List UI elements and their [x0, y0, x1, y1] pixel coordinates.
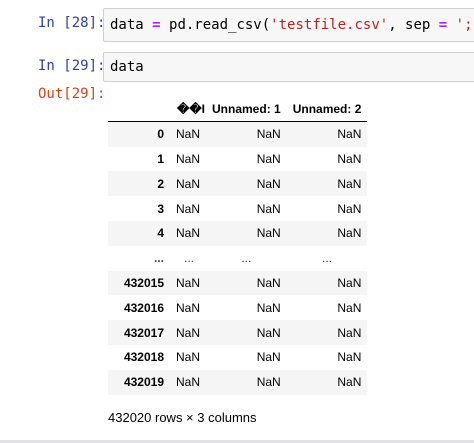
table-cell: NaN [337, 300, 362, 315]
table-row: 2 NaN NaN NaN [108, 171, 368, 197]
table-row: 432016 NaN NaN NaN [108, 295, 368, 321]
table-cell: NaN [176, 375, 201, 390]
row-index: 432016 [123, 300, 164, 315]
code-cell-29[interactable]: In [29]: data [0, 50, 474, 82]
table-cell: NaN [176, 226, 201, 241]
code-token-var: data [110, 17, 144, 33]
table-cell: NaN [176, 176, 201, 191]
row-index: 3 [157, 201, 164, 216]
row-index: ... [153, 251, 164, 266]
table-cell: NaN [256, 201, 281, 216]
table-cell: NaN [256, 350, 281, 365]
code-token-assign-2: = [438, 17, 448, 33]
table-cell: NaN [337, 350, 362, 365]
bottom-divider [0, 440, 474, 443]
table-cell: NaN [256, 325, 281, 340]
output-prompt-29: Out[29]: [38, 86, 106, 102]
table-row: 4 NaN NaN NaN [108, 220, 368, 246]
table-cell: NaN [256, 300, 281, 315]
table-cell: NaN [337, 127, 362, 142]
table-cell: NaN [337, 151, 362, 166]
code-cell-28[interactable]: In [28]: data = pd.read_csv('testfile.cs… [0, 6, 474, 42]
input-prompt-28: In [28]: [38, 15, 106, 31]
table-row-ellipsis: ... ... ... ... [108, 245, 368, 271]
table-cell: ... [322, 251, 333, 266]
table-cell: NaN [176, 127, 201, 142]
table-cell: NaN [176, 275, 201, 290]
table-row: 432019 NaN NaN NaN [108, 369, 368, 395]
table-cell: ... [241, 251, 252, 266]
input-prompt-29: In [29]: [38, 58, 106, 74]
index-header [108, 97, 170, 123]
code-token-assign: = [143, 17, 170, 33]
table-cell: NaN [176, 350, 201, 365]
table-cell: NaN [256, 151, 281, 166]
table-header-row: ��I Unnamed: 1 Unnamed: 2 [108, 97, 368, 123]
dataframe-table: ��I Unnamed: 1 Unnamed: 2 0 NaN NaN NaN … [108, 97, 368, 395]
row-index: 432015 [123, 275, 164, 290]
column-header: ��I [170, 97, 207, 123]
table-cell: NaN [337, 226, 362, 241]
code-input-28[interactable]: data = pd.read_csv('testfile.csv', sep =… [103, 8, 474, 42]
table-cell: NaN [337, 201, 362, 216]
table-cell: NaN [256, 226, 281, 241]
code-input-29[interactable]: data [103, 52, 474, 82]
table-cell: NaN [337, 176, 362, 191]
table-row: 3 NaN NaN NaN [108, 196, 368, 221]
row-index: 0 [157, 127, 164, 142]
code-token-separator: ';' [455, 17, 474, 33]
table-cell: NaN [176, 151, 201, 166]
table-cell: NaN [256, 127, 281, 142]
table-cell: NaN [337, 375, 362, 390]
table-cell: NaN [256, 375, 281, 390]
table-cell: NaN [176, 201, 201, 216]
row-index: 432017 [123, 325, 164, 340]
code-token-var: data [110, 59, 144, 75]
row-index: 4 [157, 226, 164, 241]
table-cell: NaN [337, 275, 362, 290]
table-row: 432018 NaN NaN NaN [108, 344, 368, 370]
row-index: 1 [157, 151, 164, 166]
row-index: 2 [157, 176, 164, 191]
row-index: 432019 [123, 375, 164, 390]
table-cell: NaN [256, 176, 281, 191]
code-token-filename: 'testfile.csv' [270, 17, 389, 33]
column-header: Unnamed: 1 [206, 97, 287, 123]
code-token-call: pd.read_csv( [169, 17, 271, 33]
table-cell: NaN [176, 300, 201, 315]
table-row: 0 NaN NaN NaN [108, 121, 368, 147]
table-cell: NaN [256, 275, 281, 290]
row-index: 432018 [123, 350, 164, 365]
table-row: 1 NaN NaN NaN [108, 146, 368, 172]
code-token-space [447, 17, 455, 33]
table-row: 432015 NaN NaN NaN [108, 270, 368, 296]
code-token-sep: , sep [388, 17, 439, 33]
table-cell: NaN [176, 325, 201, 340]
table-row: 432017 NaN NaN NaN [108, 320, 368, 345]
table-cell: NaN [337, 325, 362, 340]
dataframe-shape-text: 432020 rows × 3 columns [108, 410, 257, 425]
column-header: Unnamed: 2 [286, 97, 368, 123]
table-cell: ... [184, 251, 195, 266]
